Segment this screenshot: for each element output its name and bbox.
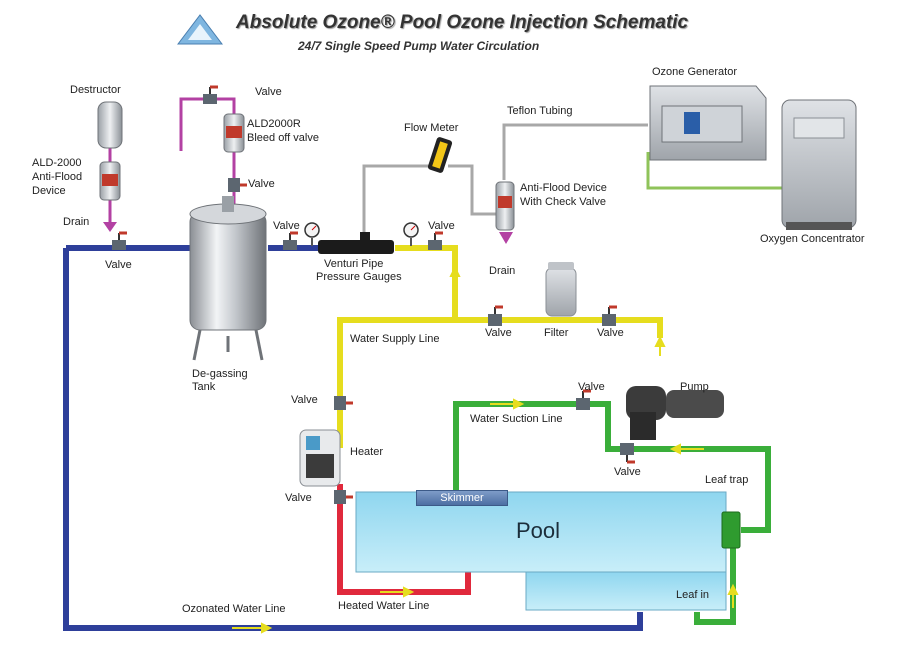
pool-label: Pool [516,518,561,543]
pressure-gauge-icon [403,222,419,246]
heater-label: Heater [350,446,384,458]
bleed-off-valve-label: Bleed off valve [247,132,319,144]
valve-icon [283,231,298,250]
flow-meter-label: Flow Meter [404,122,459,134]
pump-label: Pump [680,381,709,393]
valve-label: Valve [285,492,312,504]
ozone-generator [649,85,767,161]
heater-unit [299,429,341,487]
ald2000r-label: ALD2000R [247,118,301,130]
teflon-tubing-label: Teflon Tubing [507,105,573,117]
drain-arrow-icon [103,222,117,232]
valve-icon [576,389,591,410]
valve-icon [203,85,218,104]
valve-label: Valve [105,259,132,271]
ald2000-label: ALD-2000 [32,157,82,169]
drain-label: Drain [63,216,90,228]
water-supply-line-label: Water Supply Line [350,333,440,345]
valve-icon [620,443,635,464]
valve-icon [112,231,127,250]
valve-label: Valve [255,86,282,98]
pressure-gauge-icon [304,222,320,246]
valve-icon [602,305,617,326]
oxygen-concentrator [781,99,857,230]
valve-label: Valve [597,327,624,339]
ald-2000-device [99,161,121,201]
ald2000r-device [223,113,245,153]
leaf-trap [721,511,741,549]
valve-label: Valve [248,178,275,190]
degassing-tank [189,196,267,361]
valve-icon [334,490,353,504]
venturi-pipe-label: Venturi Pipe [324,258,384,270]
pump-unit [626,386,724,440]
filter-label: Filter [544,327,569,339]
ozone-generator-label: Ozone Generator [652,66,737,78]
valve-label: Valve [614,466,641,478]
destructor-label: Destructor [70,84,121,96]
check-valve-label: With Check Valve [520,196,606,208]
ozonated-water-line-label: Ozonated Water Line [182,603,286,615]
leaf-trap-label: Leaf trap [705,474,749,486]
flow-meter [427,137,453,173]
diagram-subtitle: 24/7 Single Speed Pump Water Circulation [298,39,540,53]
heated-water-line-label: Heated Water Line [338,600,430,612]
leaf-in-label: Leaf in [676,589,710,601]
valve-label: Valve [291,394,318,406]
destructor-unit [97,101,123,149]
tank-label: Tank [192,381,216,393]
drain-label: Drain [489,265,516,277]
anti-flood-device-label: Anti-Flood Device [520,182,607,194]
valve-label: Valve [485,327,512,339]
anti-flood-check-valve [495,181,515,231]
water-suction-line-label: Water Suction Line [470,413,563,425]
valve-label: Valve [428,220,455,232]
flow-arrows [232,265,739,634]
degassing-label: De-gassing [192,368,248,380]
device-label: Device [32,185,66,197]
teflon-tubing-line [362,123,648,236]
valve-icon [228,178,247,192]
anti-flood-label: Anti-Flood [32,171,83,183]
valve-icon [334,396,353,410]
logo-icon [176,14,224,45]
filter-tank [545,262,577,317]
venturi-pipe [318,232,394,254]
valve-icon [428,231,443,250]
skimmer: Skimmer [416,490,508,506]
valve-icon [488,305,503,326]
diagram-title: Absolute Ozone® Pool Ozone Injection Sch… [236,12,689,33]
oxygen-concentrator-label: Oxygen Concentrator [760,233,865,245]
drain-arrow-icon [499,232,513,244]
valve-label: Valve [578,381,605,393]
valve-label: Valve [273,220,300,232]
oxygen-feed-line [646,152,782,190]
pressure-gauges-label: Pressure Gauges [316,271,402,283]
